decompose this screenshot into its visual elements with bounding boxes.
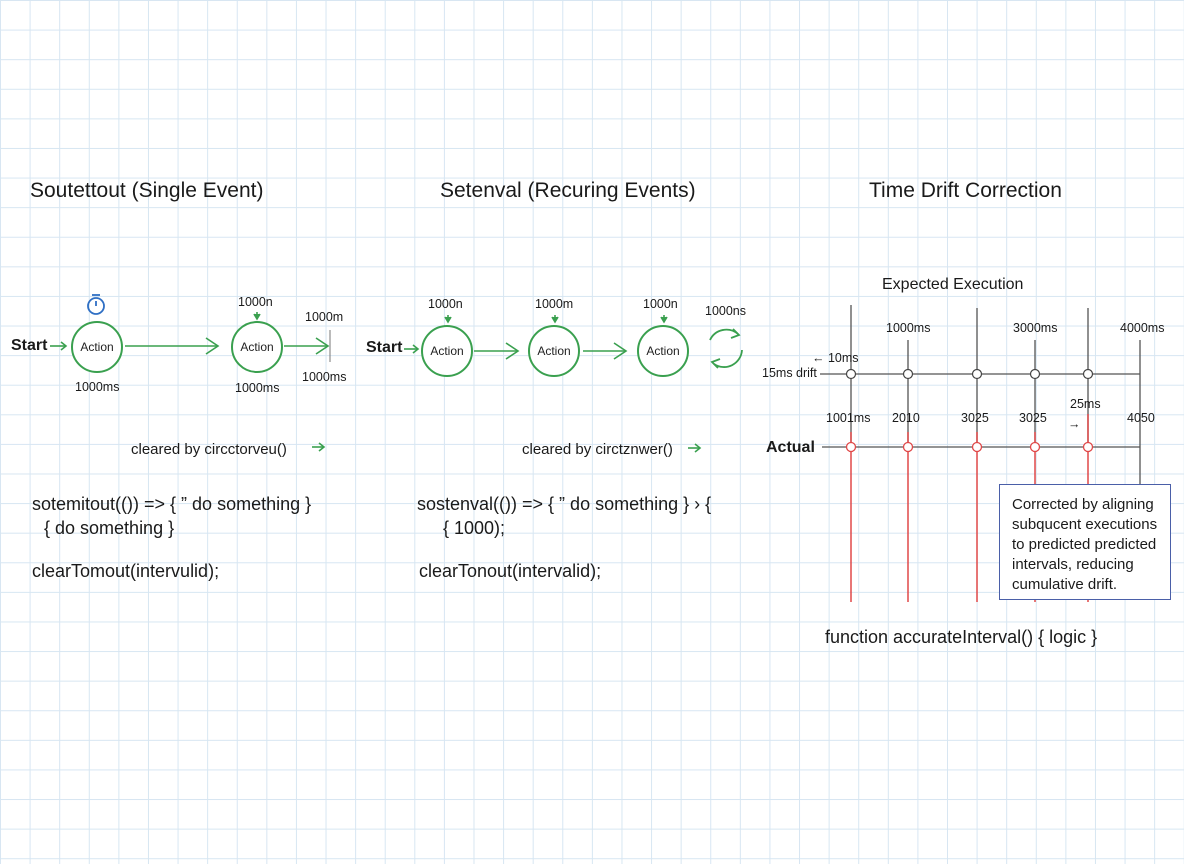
action-node-1: Action: [71, 321, 123, 373]
drift-note-1: ← 10ms: [812, 351, 859, 365]
action-node-4: Action: [528, 325, 580, 377]
down-arrowhead-1: [253, 313, 261, 321]
actual-label: Actual: [766, 439, 815, 456]
code-line-1b: { do something }: [44, 518, 175, 538]
arrowhead-3: [505, 342, 520, 360]
function-text: function accurateInterval() { logic }: [825, 627, 1098, 647]
correction-note-box: Corrected by aligning subqucent executio…: [999, 484, 1171, 600]
bottom-label-2: 1000ms: [235, 381, 280, 395]
cleared-text-1: cleared by circctorveu(): [131, 441, 287, 458]
actual-tick-4: 3025: [1019, 411, 1047, 425]
interval-label-3: 1000n: [643, 297, 678, 311]
setinterval-arrows: [404, 315, 702, 453]
arrowhead-4: [613, 342, 628, 360]
settimeout-arrows: [50, 312, 330, 452]
expected-label: Expected Execution: [882, 276, 1024, 293]
correction-line: cumulative drift.: [1012, 576, 1118, 593]
correction-line: intervals, reducing: [1012, 556, 1134, 573]
actual-tick-5: 4050: [1127, 411, 1155, 425]
cleared-text-2: cleared by circtznwer(): [522, 441, 673, 458]
loop-arrows-icon: [709, 328, 743, 369]
arrowhead-2: [315, 337, 330, 355]
interval-label-1: 1000n: [428, 297, 463, 311]
actual-tick-3: 3025: [961, 411, 989, 425]
start-label-1: Start: [11, 337, 48, 354]
settimeout-title: Soutettout (Single Event): [30, 179, 264, 202]
expected-markers: [845, 368, 1094, 380]
code-line-1a: sotemitout(()) => { ” do something }: [32, 494, 312, 514]
top-label-end-1: 1000m: [305, 310, 344, 324]
cleared-arrowhead-2: [694, 443, 702, 453]
drift-title: Time Drift Correction: [869, 179, 1062, 202]
bottom-label-1: 1000ms: [75, 380, 120, 394]
correction-line: to predicted predicted: [1012, 536, 1157, 553]
interval-label-2: 1000m: [535, 297, 574, 311]
expected-tick-3: 4000ms: [1120, 321, 1165, 335]
start-arrowhead-2: [412, 344, 420, 354]
bottom-label-end-1: 1000ms: [302, 370, 347, 384]
drift-note-3: 25ms: [1070, 397, 1101, 411]
actual-markers: [845, 441, 1094, 453]
expected-timeline: [820, 305, 1141, 485]
stopwatch-icon: [87, 294, 105, 315]
arrowhead-1: [205, 337, 220, 355]
code-line-2c: clearTonout(intervalid);: [419, 561, 602, 581]
action-node-5: Action: [637, 325, 689, 377]
start-label-2: Start: [366, 339, 403, 356]
correction-line: subqucent executions: [1012, 516, 1158, 533]
drift-note-2: 15ms drift: [762, 366, 817, 380]
code-line-2a: sostenval(()) => { ” do something } › {: [417, 494, 712, 514]
code-line-1c: clearTomout(intervulid);: [32, 561, 220, 581]
setinterval-title: Setenval (Recuring Events): [440, 179, 696, 202]
top-label-1: 1000n: [238, 295, 273, 309]
action-node-3: Action: [421, 325, 473, 377]
cleared-arrowhead-1: [318, 442, 326, 452]
action-node-2: Action: [231, 321, 283, 373]
drift-arrow: →: [1068, 417, 1081, 431]
start-arrowhead-1: [60, 341, 68, 351]
code-line-2b: { 1000);: [443, 518, 506, 538]
actual-tick-2: 2010: [892, 411, 920, 425]
expected-tick-2: 3000ms: [1013, 321, 1058, 335]
interval-label-4: 1000ns: [705, 304, 747, 318]
expected-tick-1: 1000ms: [886, 321, 931, 335]
correction-line: Corrected by aligning: [1012, 496, 1154, 513]
actual-tick-1: 1001ms: [826, 411, 871, 425]
